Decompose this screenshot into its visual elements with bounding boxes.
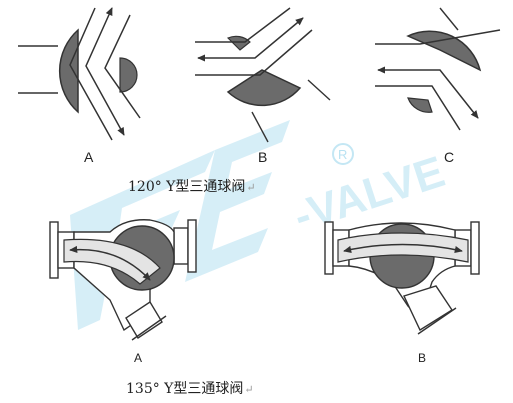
top-panel-a-label: A: [84, 149, 94, 165]
top-panel-c-label: C: [444, 149, 454, 165]
top-panel-a: [18, 7, 141, 141]
flow-arrow-icon: [197, 17, 304, 62]
top-caption: 120° Y型三通球阀↵: [128, 176, 256, 196]
registered-mark-icon: [332, 143, 354, 165]
bottom-valve-b-label: B: [418, 351, 426, 365]
bottom-valve-b: [324, 221, 480, 335]
bottom-valve-a: [49, 219, 197, 341]
svg-text:R: R: [338, 147, 347, 162]
top-caption-text: 120° Y型三通球阀: [128, 179, 246, 195]
bottom-caption-return-mark: ↵: [244, 383, 254, 396]
ball-lower: [226, 69, 302, 107]
top-panel-c: [375, 7, 501, 131]
ball-upper: [406, 30, 482, 72]
top-caption-return-mark: ↵: [246, 181, 256, 194]
bottom-valve-a-label: A: [134, 351, 142, 365]
bottom-caption: 135° Y型三通球阀↵: [126, 378, 254, 398]
top-panel-b-label: B: [258, 149, 267, 165]
flow-arrow-icon: [85, 7, 125, 136]
top-panel-b: [195, 7, 331, 143]
flow-arrow-icon: [377, 66, 479, 119]
flow-arrow-icon: [343, 243, 463, 253]
ball-lower-sliver: [407, 97, 433, 113]
ball-upper-sliver: [226, 35, 251, 51]
flow-arrow-icon: [69, 245, 151, 281]
bottom-caption-text: 135° Y型三通球阀: [126, 381, 244, 397]
ball-left-half: [58, 28, 79, 114]
ball-right-sliver: [119, 57, 138, 93]
